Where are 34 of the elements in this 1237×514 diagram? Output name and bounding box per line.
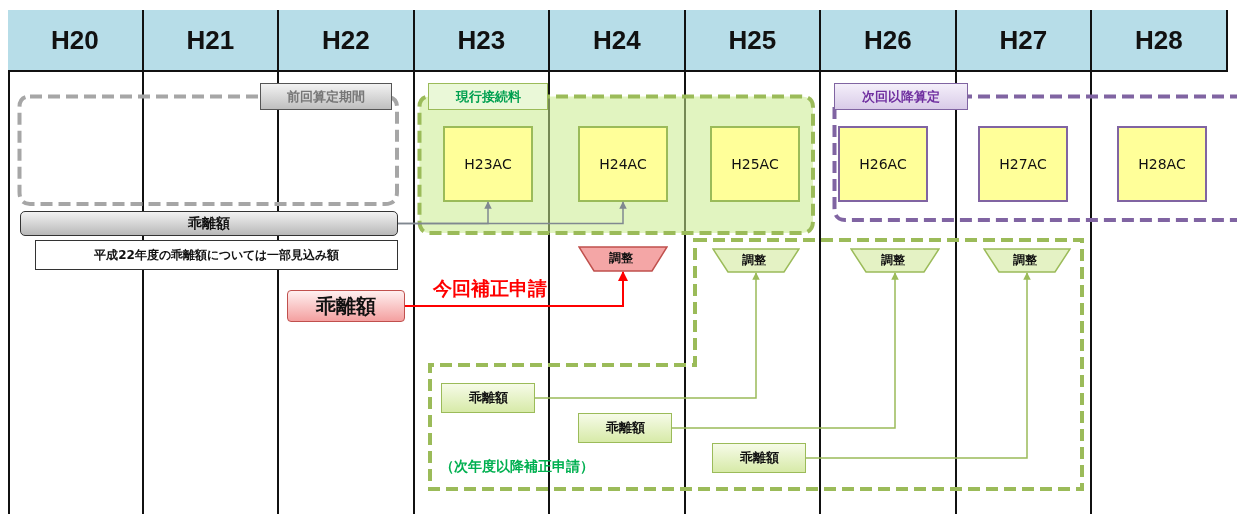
year-header-cell: H22	[279, 10, 415, 72]
note-box: 平成22年度の乖離額については一部見込み額	[35, 240, 398, 270]
year-header-cell: H26	[821, 10, 957, 72]
year-ac-box: H23AC	[443, 126, 533, 202]
group-title-tab: 次回以降算定	[834, 83, 968, 110]
year-header-cell: H25	[685, 10, 821, 72]
year-ac-box: H27AC	[978, 126, 1068, 202]
edge-label: 今回補正申請	[433, 276, 547, 302]
year-header-cell: H20	[8, 10, 144, 72]
connector-arrow	[404, 271, 628, 307]
connector-arrow	[671, 272, 899, 429]
year-ac-box: H28AC	[1117, 126, 1207, 202]
trapezoid-label: 調整	[881, 251, 905, 269]
year-header-cell: H23	[414, 10, 550, 72]
year-header-cell: H24	[550, 10, 686, 72]
year-header-cell: H21	[143, 10, 279, 72]
year-header-cell: H27	[956, 10, 1092, 72]
trapezoid-label: 調整	[609, 250, 633, 267]
difference-box: 乖離額	[441, 383, 535, 413]
trapezoid-label: 調整	[1013, 251, 1037, 269]
difference-box: 乖離額	[578, 413, 672, 443]
connector-arrow	[397, 201, 627, 225]
difference-box: 乖離額	[287, 290, 405, 322]
year-header-cell: H28	[1092, 10, 1228, 72]
difference-box: 乖離額	[712, 443, 806, 473]
difference-bar: 乖離額	[20, 211, 398, 236]
year-ac-box: H25AC	[710, 126, 800, 202]
group-title-tab: 現行接続料	[428, 83, 548, 110]
connector-arrow	[805, 272, 1031, 459]
connector-arrow	[534, 272, 760, 399]
trapezoid-label: 調整	[742, 251, 766, 269]
group-title-tab: 前回算定期間	[260, 83, 392, 110]
year-ac-box: H26AC	[838, 126, 928, 202]
year-ac-box: H24AC	[578, 126, 668, 202]
